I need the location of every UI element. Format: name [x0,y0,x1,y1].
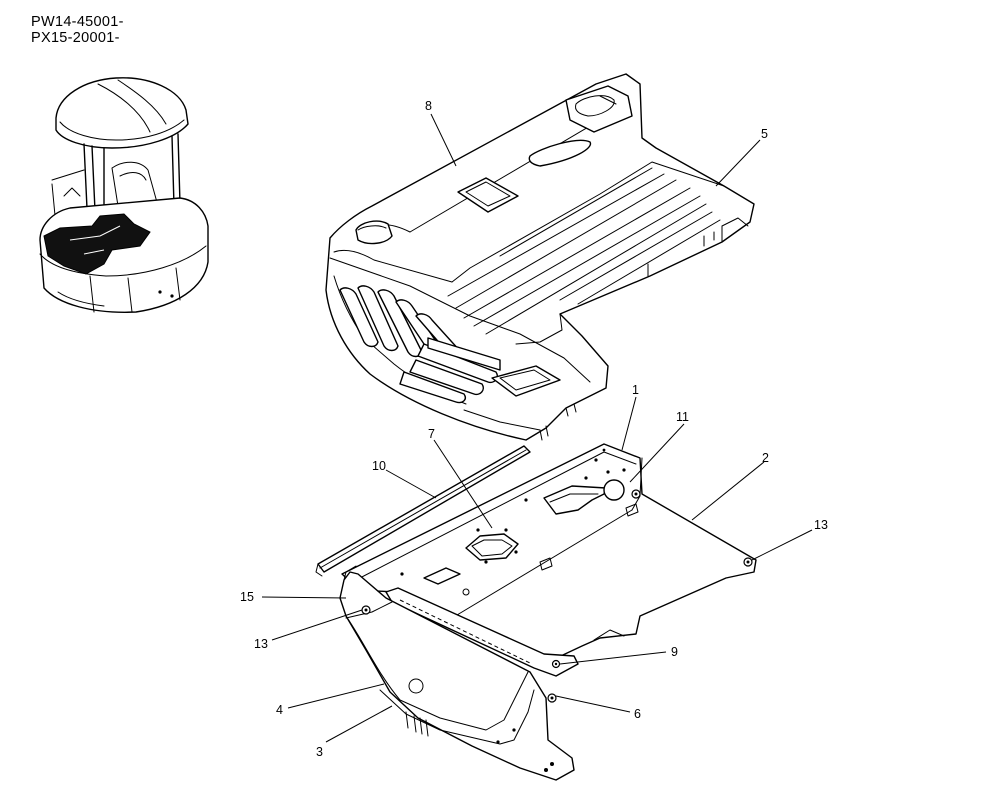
callout-4: 4 [276,703,283,717]
callout-1: 1 [632,383,639,397]
floor-mat-upper [325,73,755,441]
callout-9: 9 [671,645,678,659]
machine-locator-thumbnail [39,77,209,313]
callout-5: 5 [761,127,768,141]
serial-range-2: PX15-20001- [31,30,120,46]
leader-lines [261,113,813,743]
callout-2: 2 [762,451,769,465]
serial-range-1: PW14-45001- [31,14,124,30]
callout-10: 10 [372,459,386,473]
callout-7: 7 [428,427,435,441]
callout-15: 15 [240,590,254,604]
callout-13-left: 13 [254,637,268,651]
callout-8: 8 [425,99,432,113]
callout-labels: 1 2 3 4 5 6 7 8 9 10 11 13 13 15 [240,99,828,759]
callout-13-right: 13 [814,518,828,532]
callout-11: 11 [676,410,689,424]
callout-6: 6 [634,707,641,721]
floor-plate [341,443,757,663]
front-lower-plate [339,565,575,781]
seal-strip [315,445,531,577]
bracket-bar [385,587,579,677]
callout-3: 3 [316,745,323,759]
